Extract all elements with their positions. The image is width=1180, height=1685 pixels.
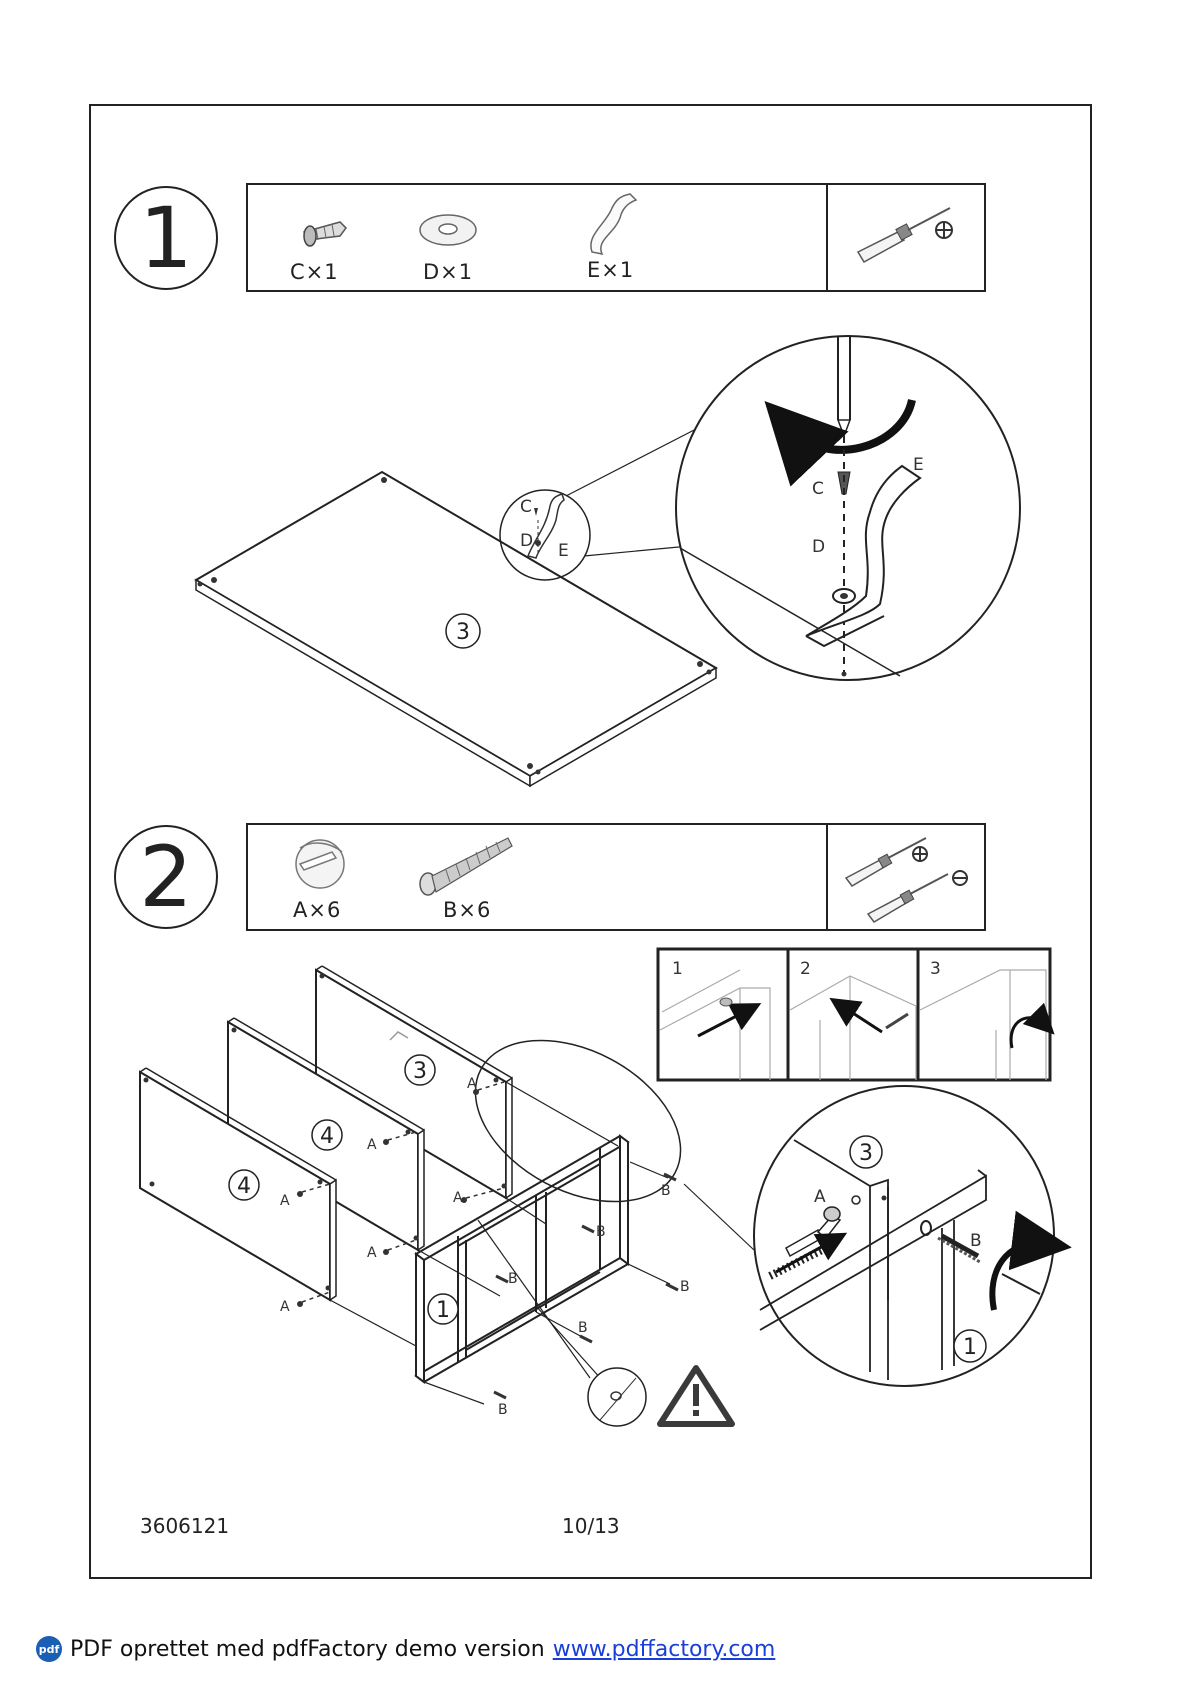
detail-panel-3-label: 3	[859, 1141, 873, 1166]
hole-detail-circle	[588, 1368, 646, 1426]
label-b-1: B	[661, 1183, 671, 1199]
washer-icon	[420, 215, 476, 245]
pdffactory-link[interactable]: www.pdffactory.com	[553, 1637, 776, 1662]
label-b-6: B	[498, 1402, 508, 1418]
pdf-factory-bar: pdf PDF oprettet med pdfFactory demo ver…	[36, 1636, 775, 1662]
label-b-2: B	[596, 1224, 606, 1240]
callout-e-small: E	[558, 541, 569, 561]
detail-label-b: B	[970, 1231, 982, 1251]
warning-icon	[660, 1368, 732, 1424]
pdf-icon: pdf	[36, 1636, 62, 1662]
panel-4b-label: 4	[237, 1174, 251, 1199]
flat-screwdriver-icon	[868, 871, 967, 922]
strap-icon	[591, 194, 636, 254]
callout-c-large: C	[812, 479, 824, 499]
bolt-icon	[420, 838, 512, 895]
panel-1-frame	[416, 1136, 628, 1382]
detail-zoom-cam-lock	[754, 1086, 1054, 1386]
panel-4a-label: 4	[320, 1124, 334, 1149]
detail-zoom-large	[676, 336, 1020, 680]
callout-c-small: C	[520, 497, 532, 517]
callout-d-small: D	[520, 531, 533, 551]
pdf-bar-text: PDF oprettet med pdfFactory demo version	[70, 1637, 545, 1662]
label-a-5: A	[367, 1245, 377, 1261]
substeps-strip	[658, 949, 1050, 1080]
detail-label-a: A	[814, 1187, 826, 1207]
label-b-3: B	[508, 1271, 518, 1287]
label-a-3: A	[280, 1193, 290, 1209]
screw-icon	[304, 222, 346, 246]
substep-3-label: 3	[930, 959, 941, 979]
phillips-screwdriver-icon	[858, 208, 952, 262]
panel-1-label: 1	[436, 1298, 450, 1323]
callout-e-large: E	[913, 455, 924, 475]
detail-panel-1-label: 1	[963, 1335, 977, 1360]
label-a-4: A	[453, 1190, 463, 1206]
substep-2-label: 2	[800, 959, 811, 979]
panel-3-label: 3	[456, 620, 470, 645]
label-b-5: B	[578, 1320, 588, 1336]
label-a-1: A	[467, 1076, 477, 1092]
page-number: 10/13	[562, 1514, 620, 1538]
phillips-screwdriver-icon	[846, 838, 927, 886]
label-b-4: B	[680, 1279, 690, 1295]
cam-lock-icon	[296, 840, 344, 888]
product-code: 3606121	[140, 1514, 229, 1538]
substep-1-label: 1	[672, 959, 683, 979]
label-a-6: A	[280, 1299, 290, 1315]
callout-d-large: D	[812, 537, 825, 557]
panel-3-side-label: 3	[413, 1059, 427, 1084]
label-a-2: A	[367, 1137, 377, 1153]
